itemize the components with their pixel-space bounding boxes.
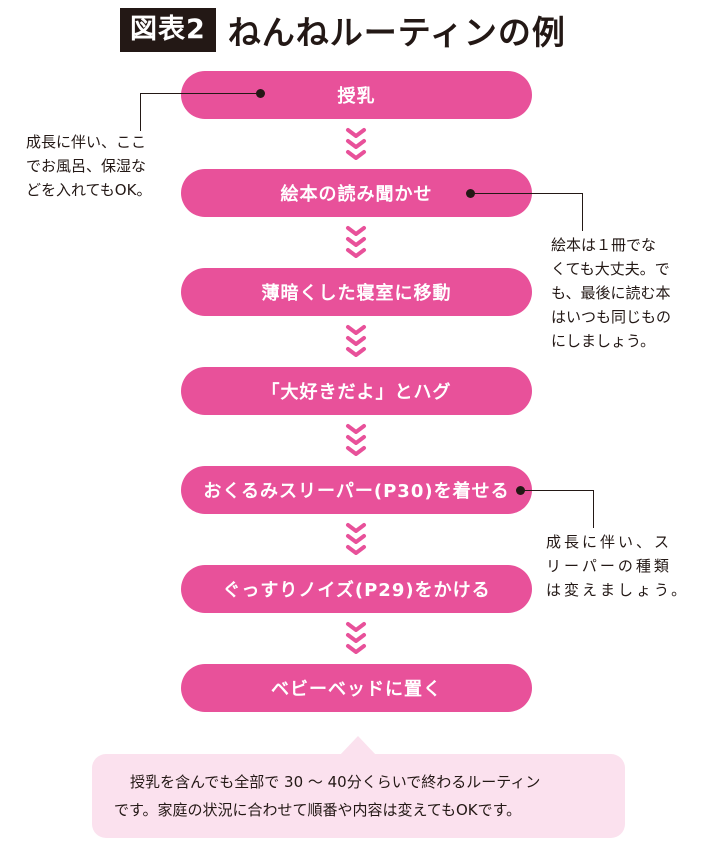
down-chevrons-icon <box>346 523 366 555</box>
note-feeding: 成長に伴い、ここ でお風呂、保湿な どを入れてもOK。 <box>26 133 152 199</box>
step-sleep-sack: おくるみスリーパー(P30)を着せる <box>181 466 532 514</box>
step-white-noise: ぐっすりノイズ(P29)をかける <box>181 565 532 613</box>
callout-dot <box>256 89 265 98</box>
summary-box: 授乳を含んでも全部で 30 ～ 40分くらいで終わるルーティン です。家庭の状況… <box>92 754 625 838</box>
summary-line: 授乳を含んでも全部で 30 ～ 40分くらいで終わるルーティン <box>130 773 541 791</box>
down-chevrons-icon <box>346 325 366 357</box>
step-crib: ベビーベッドに置く <box>181 664 532 712</box>
note-sleep-sack: 成長に伴い、ス リーパーの種類 は変えましょう。 <box>546 533 690 599</box>
callout-line <box>520 490 594 491</box>
figure-label: 図表2 <box>120 8 216 52</box>
down-chevrons-icon <box>346 128 366 160</box>
summary-pointer <box>340 736 376 755</box>
callout-line <box>582 193 583 231</box>
callout-line <box>593 490 594 528</box>
callout-line <box>140 93 141 131</box>
down-chevrons-icon <box>346 226 366 258</box>
step-hug: 「大好きだよ」とハグ <box>181 367 532 415</box>
summary-line: です。家庭の状況に合わせて順番や内容は変えてもOKです。 <box>114 801 522 819</box>
page-title: ねんねルーティンの例 <box>227 13 566 52</box>
down-chevrons-icon <box>346 622 366 654</box>
figure-header: 図表2 ねんねルーティンの例 <box>120 8 566 52</box>
callout-line <box>470 193 583 194</box>
down-chevrons-icon <box>346 424 366 456</box>
callout-line <box>140 93 260 94</box>
step-dim-bedroom: 薄暗くした寝室に移動 <box>181 268 532 316</box>
step-feeding: 授乳 <box>181 71 532 119</box>
note-picture-book: 絵本は１冊でな くても大丈夫。で も、最後に読む本 はいつも同じもの にしましょ… <box>551 236 672 350</box>
